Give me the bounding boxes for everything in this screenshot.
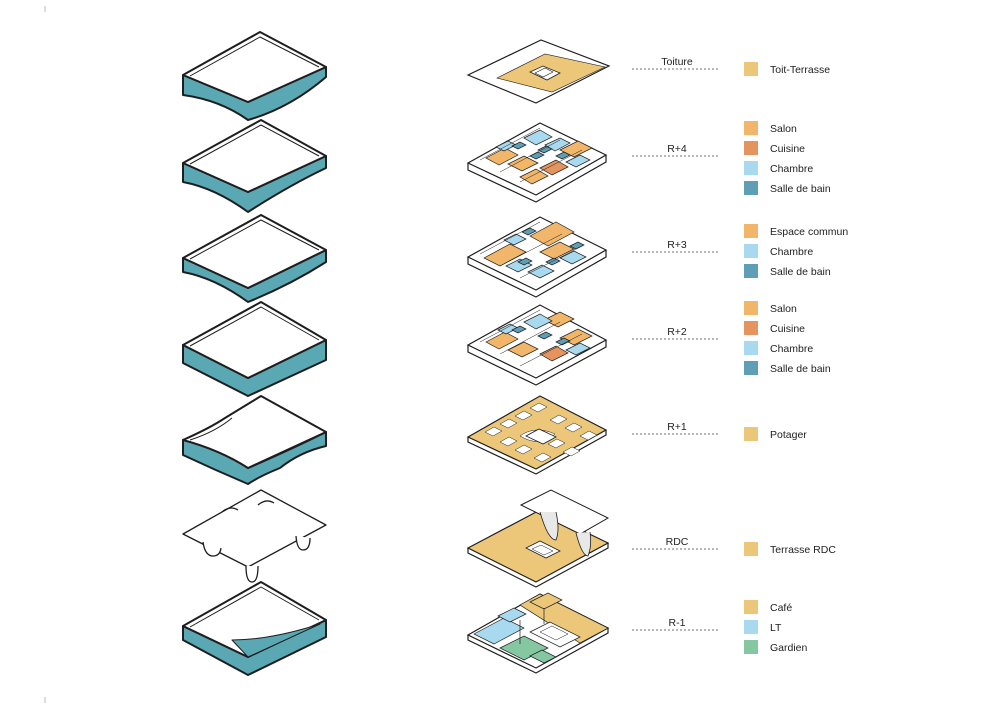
legend-label: Salle de bain [770, 363, 831, 375]
legend-item: Salle de bain [744, 361, 831, 375]
legend-item: Salle de bain [744, 181, 831, 195]
legend-item: Cuisine [744, 141, 805, 155]
plan-toiture [466, 39, 611, 104]
legend-label: Cuisine [770, 323, 805, 335]
legend-swatch [744, 244, 758, 258]
legend-swatch [744, 62, 758, 76]
legend-label: Gardien [770, 642, 808, 654]
legend-item: Chambre [744, 161, 813, 175]
slab-r1-basement [182, 581, 327, 676]
legend-swatch [744, 121, 758, 135]
legend-label: LT [770, 622, 782, 634]
legend-swatch [744, 181, 758, 195]
level-label-r1: R+1 [667, 421, 687, 433]
legend-item: Potager [744, 427, 807, 441]
plan-r3 [466, 216, 608, 298]
legend-item: Gardien [744, 640, 808, 654]
level-connectors [632, 68, 720, 631]
level-label-r-1: R-1 [669, 617, 686, 629]
legend-label: Café [770, 602, 792, 614]
slab-r2 [182, 301, 327, 397]
legend-label: Salon [770, 303, 797, 315]
legend-label: Espace commun [770, 226, 848, 238]
legend-label: Chambre [770, 246, 813, 258]
level-label-r4: R+4 [667, 143, 687, 155]
level-labels: Toiture R+4 R+3 R+2 R+1 RDC R-1 [661, 56, 693, 629]
slab-toiture [182, 31, 327, 121]
legend-item: Salle de bain [744, 264, 831, 278]
legend-item: Chambre [744, 341, 813, 355]
legend-label: Potager [770, 429, 807, 441]
legend-swatch [744, 542, 758, 556]
legend-item: LT [744, 620, 782, 634]
slab-rdc [182, 489, 327, 583]
slab-r1 [182, 395, 327, 485]
legend-label: Toit-Terrasse [770, 64, 830, 76]
plan-rdc [466, 489, 610, 588]
legend-label: Chambre [770, 163, 813, 175]
legend-item: Salon [744, 301, 797, 315]
plan-r4 [466, 122, 608, 203]
legend-swatch [744, 640, 758, 654]
legend-label: Salle de bain [770, 266, 831, 278]
legend-item: Toit-Terrasse [744, 62, 830, 76]
legend-label: Cuisine [770, 143, 805, 155]
legend-label: Salle de bain [770, 183, 831, 195]
legend-label: Terrasse RDC [770, 544, 836, 556]
legend-swatch [744, 341, 758, 355]
legend-item: Chambre [744, 244, 813, 258]
level-label-toiture: Toiture [661, 56, 693, 68]
slab-r4 [182, 119, 327, 213]
legend-swatch [744, 224, 758, 238]
legend-label: Salon [770, 123, 797, 135]
legend-label: Chambre [770, 343, 813, 355]
plan-r1 [466, 395, 608, 475]
legend-item: Terrasse RDC [744, 542, 836, 556]
level-label-rdc: RDC [666, 536, 689, 548]
legend-swatch [744, 141, 758, 155]
legend-swatch [744, 321, 758, 335]
legend-item: Espace commun [744, 224, 848, 238]
legend-swatch [744, 161, 758, 175]
legend-item: Café [744, 600, 792, 614]
legend-item: Cuisine [744, 321, 805, 335]
legend-swatch [744, 620, 758, 634]
legend-swatch [744, 427, 758, 441]
level-label-r3: R+3 [667, 239, 687, 251]
plan-r2 [466, 304, 608, 386]
legend-swatch [744, 600, 758, 614]
level-label-r2: R+2 [667, 326, 687, 338]
legend-swatch [744, 301, 758, 315]
slab-r3 [182, 214, 327, 303]
plan-r-1 [466, 592, 610, 674]
legend-swatch [744, 264, 758, 278]
legend-swatch [744, 361, 758, 375]
legend-item: Salon [744, 121, 797, 135]
